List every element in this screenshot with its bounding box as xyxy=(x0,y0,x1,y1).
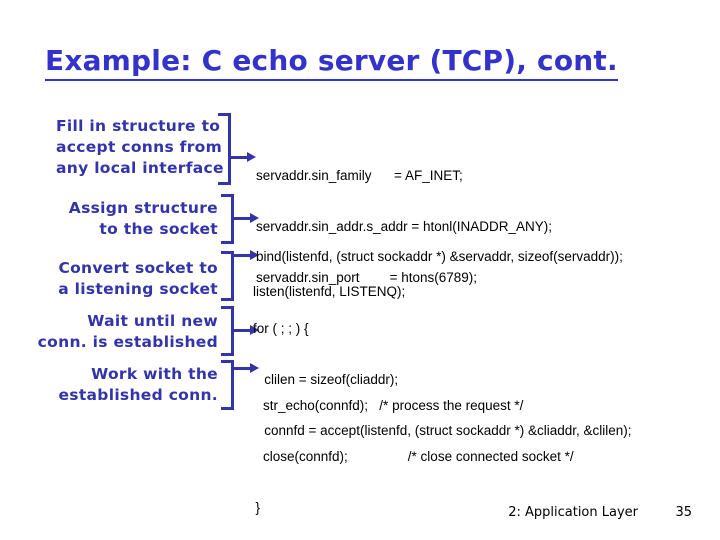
annotation-line: Work with the xyxy=(91,365,218,383)
arrow-shaft xyxy=(231,367,251,370)
footer-section-label: 2: Application Layer xyxy=(508,505,638,520)
bracket-cap-top xyxy=(221,360,234,363)
bracket-cap-bottom xyxy=(221,241,234,244)
arrow-work-with-conn xyxy=(231,363,259,374)
bracket-cap-top xyxy=(218,113,231,116)
code-line: bind(listenfd, (struct sockaddr *) &serv… xyxy=(256,249,623,264)
annotation-label-wait-until-new-conn: Wait until new conn. is established xyxy=(36,311,218,353)
arrow-wait-until-new-conn xyxy=(231,325,259,336)
annotation-line: Fill in structure to xyxy=(56,117,221,135)
arrow-head xyxy=(250,325,259,335)
arrow-head xyxy=(247,152,256,162)
slide-footer: 2: Application Layer 35 xyxy=(0,505,720,527)
code-line: for ( ; ; ) { xyxy=(253,321,309,336)
annotation-line: Wait until new xyxy=(87,312,218,330)
bracket-convert-socket xyxy=(221,251,234,301)
annotation-label-fill-in-structure: Fill in structure to accept conns from a… xyxy=(56,116,224,179)
arrow-convert-socket xyxy=(231,250,259,261)
code-block-handle-and-close: str_echo(connfd); /* process the request… xyxy=(248,363,574,540)
arrow-head xyxy=(250,213,259,223)
code-block-servaddr-init: servaddr.sin_family = AF_INET; servaddr.… xyxy=(256,133,552,320)
annotation-line: Assign structure xyxy=(68,199,218,217)
annotation-line: to the socket xyxy=(99,220,218,238)
bracket-cap-bottom xyxy=(218,182,231,185)
bracket-cap-bottom xyxy=(221,298,234,301)
annotation-line: accept conns from xyxy=(56,138,223,156)
arrow-shaft xyxy=(231,329,251,332)
bracket-work-with-conn xyxy=(221,360,234,410)
bracket-stem xyxy=(231,251,234,301)
annotation-label-convert-socket: Convert socket to a listening socket xyxy=(46,258,218,300)
bracket-stem xyxy=(228,113,231,185)
page-title: Example: C echo server (TCP), cont. xyxy=(45,44,685,81)
bracket-cap-bottom xyxy=(221,407,234,410)
code-line: listen(listenfd, LISTENQ); xyxy=(253,284,406,299)
bracket-fill-in-structure xyxy=(218,113,231,185)
annotation-line: any local interface xyxy=(56,159,224,177)
arrow-shaft xyxy=(231,254,251,257)
bracket-cap-top xyxy=(221,251,234,254)
page-title-text: Example: C echo server (TCP), cont. xyxy=(45,44,618,81)
code-line: servaddr.sin_addr.s_addr = htonl(INADDR_… xyxy=(256,219,553,234)
code-line: str_echo(connfd); /* process the request… xyxy=(248,398,524,413)
arrow-head xyxy=(250,250,259,260)
arrow-shaft xyxy=(228,156,248,159)
footer-page-number: 35 xyxy=(675,505,692,520)
code-block-listen-call: listen(listenfd, LISTENQ); xyxy=(253,249,405,334)
annotation-label-work-with-conn: Work with the established conn. xyxy=(46,364,218,406)
bracket-cap-top xyxy=(221,194,234,197)
code-block-bind-call: bind(listenfd, (struct sockaddr *) &serv… xyxy=(256,214,623,299)
arrow-head xyxy=(250,363,259,373)
bracket-cap-top xyxy=(221,306,234,309)
code-line: connfd = accept(listenfd, (struct sockad… xyxy=(253,423,632,438)
annotation-line: a listening socket xyxy=(58,280,218,298)
code-line: servaddr.sin_family = AF_INET; xyxy=(256,168,463,183)
code-block-accept-loop: for ( ; ; ) { clilen = sizeof(cliaddr); … xyxy=(253,286,632,473)
arrow-shaft xyxy=(231,217,251,220)
annotation-label-assign-structure: Assign structure to the socket xyxy=(46,198,218,240)
bracket-cap-bottom xyxy=(221,353,234,356)
annotation-line: Convert socket to xyxy=(58,259,218,277)
arrow-assign-structure xyxy=(231,213,259,224)
code-line: clilen = sizeof(cliaddr); xyxy=(253,372,399,387)
code-line: servaddr.sin_port = htons(6789); xyxy=(256,270,477,285)
arrow-fill-in-structure xyxy=(228,152,256,163)
bracket-stem xyxy=(231,360,234,410)
code-line: close(connfd); /* close connected socket… xyxy=(248,449,574,464)
code-line: } xyxy=(248,500,261,515)
annotation-line: conn. is established xyxy=(37,333,218,351)
annotation-line: established conn. xyxy=(58,386,218,404)
